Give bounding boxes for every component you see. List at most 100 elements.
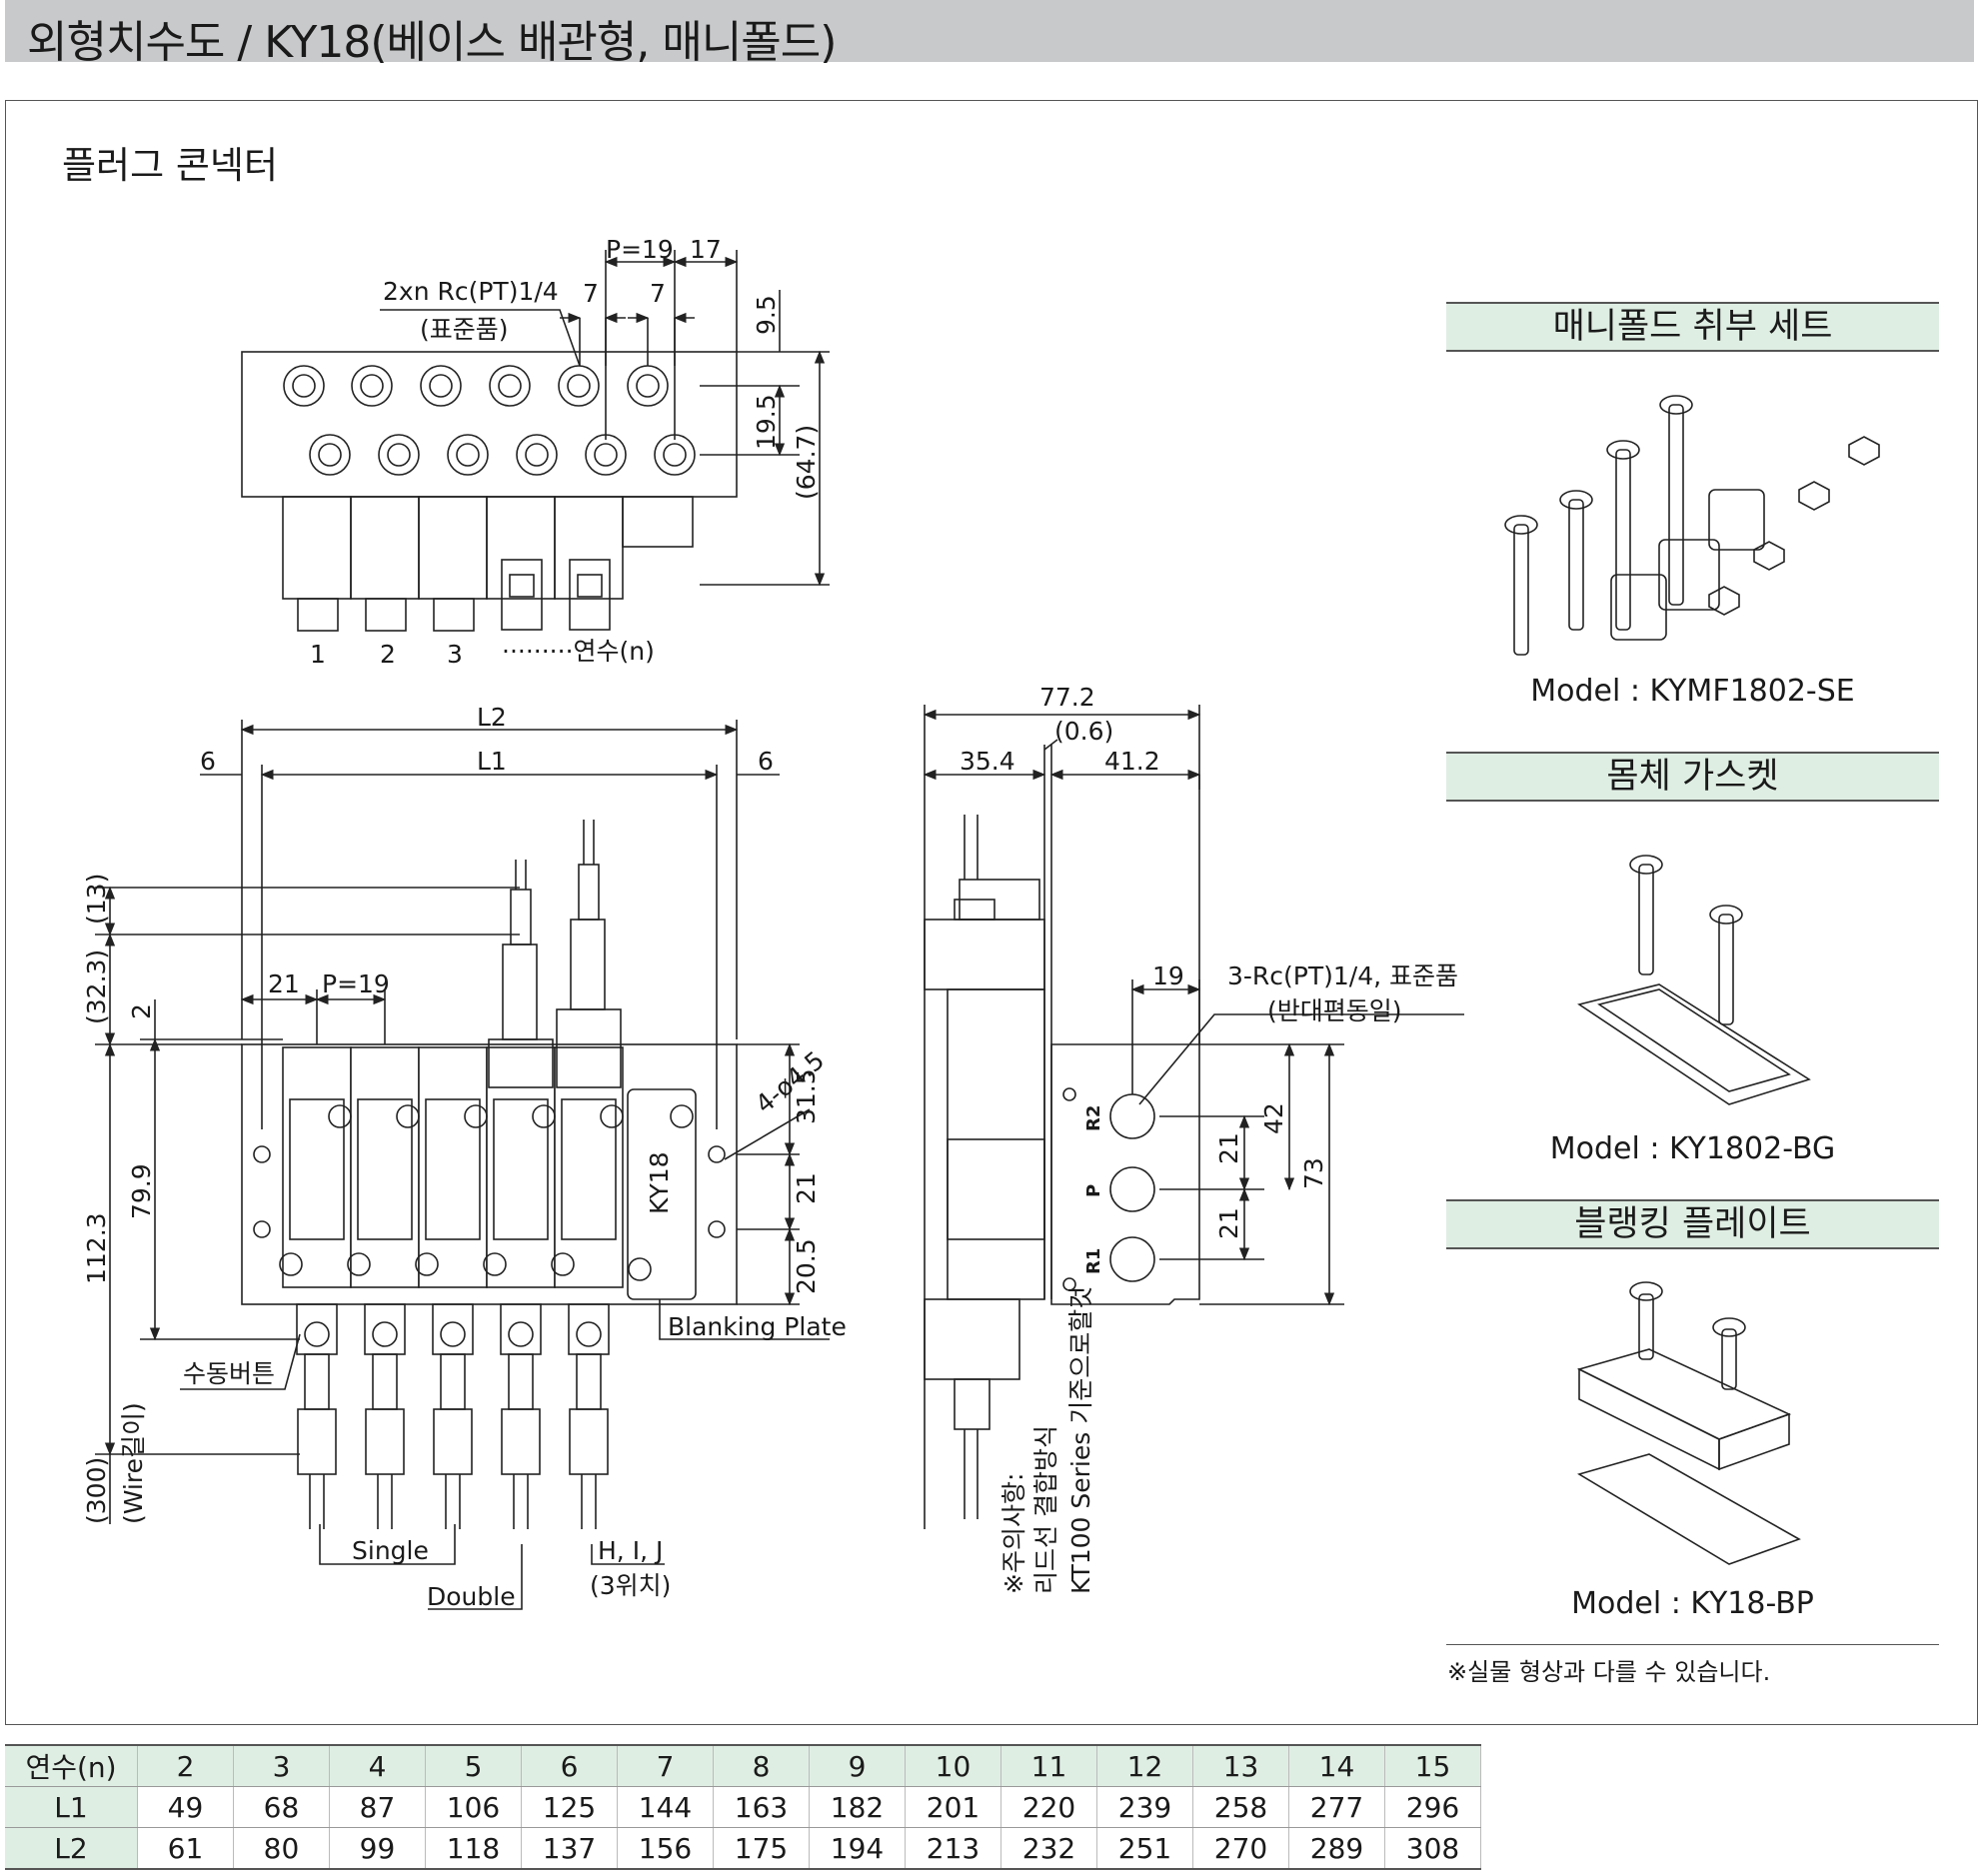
station-2: 2 [380,640,396,669]
dimension-table: 연수(n) 2 3 4 5 6 7 8 9 10 11 12 13 14 15 … [5,1744,1481,1870]
table-cell: 213 [905,1827,1001,1870]
table-n-cell: 7 [617,1744,714,1787]
table-cell: 175 [713,1827,810,1870]
note-divider [1446,1644,1939,1645]
dim-79-9: 79.9 [127,1163,156,1219]
table-cell: 270 [1192,1827,1289,1870]
station-n: ·········연수(n) [502,637,655,666]
table-n-cell: 15 [1384,1744,1481,1787]
station-3: 3 [447,640,463,669]
dim-21-side-b: 21 [1214,1207,1243,1239]
drawing-frame [5,100,1978,1725]
top-ports [283,365,696,476]
gasket-illustration [1577,855,1811,1105]
table-cell: 251 [1096,1827,1193,1870]
table-n-cell: 10 [905,1744,1001,1787]
table-cell: 163 [713,1786,810,1828]
top-port-sub: (표준품) [420,315,509,344]
table-cell: 118 [425,1827,522,1870]
double-label: Double [427,1582,516,1611]
table-cell: 194 [809,1827,906,1870]
dim-6-left: 6 [200,747,216,776]
dim-21-front: 21 [792,1172,821,1204]
table-n-cell: 14 [1288,1744,1385,1787]
dim-21-side-a: 21 [1214,1132,1243,1164]
model-gasket: Model : KY1802-BG [1549,1131,1836,1166]
table-row-L1: L1 49 68 87 106 125 144 163 182 201 220 … [5,1786,1481,1828]
caution-3: KT100 Series 기준으로할것 [1066,1286,1095,1594]
dim-pitch: P=19 [322,969,390,998]
panel-title-gasket: 몸체 가스켓 [1446,752,1939,802]
port-r2: R2 [1083,1105,1104,1131]
manifold-top-body [241,351,738,498]
table-cell: 296 [1384,1786,1481,1828]
dim-41-2: 41.2 [1104,747,1160,776]
table-n-cell: 13 [1192,1744,1289,1787]
manifold-set-illustration [1504,395,1880,656]
manual-button-label: 수동버튼 [183,1359,275,1388]
side-valve-body [947,988,1045,1300]
model-blanking-plate: Model : KY18-BP [1571,1586,1814,1621]
dim-20-5: 20.5 [792,1238,821,1294]
three-pos-label: (3위치) [590,1571,671,1600]
table-cell: 61 [137,1827,234,1870]
dim-64-7: (64.7) [792,425,821,500]
table-n-cell: 3 [233,1744,330,1787]
table-cell: 49 [137,1786,234,1828]
dim-112-3: 112.3 [82,1212,111,1284]
dim-13: (13) [82,874,111,925]
table-header-cell: 연수(n) [5,1744,138,1787]
section-label: 플러그 콘넥터 [62,144,279,187]
dim-77-2: 77.2 [1039,683,1095,712]
table-cell: 182 [809,1786,906,1828]
dim-9-5: 9.5 [752,295,781,335]
top-end-dim: 17 [690,235,722,264]
table-n-cell: 8 [713,1744,810,1787]
dim-300: (300) [82,1457,111,1524]
title-bar: 외형치수도 / KY18(베이스 배관형, 매니폴드) [5,0,1974,68]
dim-2: 2 [127,1003,156,1019]
ky18-tag: KY18 [645,1151,674,1214]
table-n-cell: 12 [1096,1744,1193,1787]
table-row-label: L2 [5,1827,138,1870]
dim-19: 19 [1152,961,1184,990]
table-n-cell: 6 [521,1744,618,1787]
top-dim-7b: 7 [650,279,666,308]
table-cell: 220 [1000,1786,1097,1828]
table-cell: 125 [521,1786,618,1828]
station-1: 1 [310,640,326,669]
table-cell: 87 [329,1786,426,1828]
blanking-plate-illustration [1576,1281,1801,1565]
page-title: 외형치수도 / KY18(베이스 배관형, 매니폴드) [27,17,837,68]
dim-32-3: (32.3) [82,949,111,1024]
top-port-label: 2xn Rc(PT)1/4 [383,277,559,306]
dimension-drawing: 2xn Rc(PT)1/4 (표준품) P=19 17 7 7 1 2 3 ··… [82,235,1880,1611]
panel-title-manifold-set: 매니폴드 취부 세트 [1446,302,1939,352]
table-row-L2: L2 61 80 99 118 137 156 175 194 213 232 … [5,1827,1481,1870]
panel-title-blanking-plate: 블랭킹 플레이트 [1446,1199,1939,1249]
table-cell: 80 [233,1827,330,1870]
table-row-label: L1 [5,1786,138,1828]
table-cell: 232 [1000,1827,1097,1870]
dim-73: 73 [1299,1157,1328,1189]
table-cell: 144 [617,1786,714,1828]
dim-35-4: 35.4 [960,747,1015,776]
model-manifold-set: Model : KYMF1802-SE [1530,674,1855,709]
port-p: P [1083,1184,1104,1197]
dim-21: 21 [268,969,300,998]
top-pitch: P=19 [606,235,674,264]
table-cell: 258 [1192,1786,1289,1828]
table-n-cell: 4 [329,1744,426,1787]
table-n-cell: 9 [809,1744,906,1787]
table-cell: 106 [425,1786,522,1828]
top-valve-row [282,496,694,632]
blanking-plate-label: Blanking Plate [668,1312,847,1341]
side-port-label: 3-Rc(PT)1/4, 표준품 [1227,961,1458,990]
dim-31-5: 31.5 [792,1068,821,1124]
table-cell: 68 [233,1786,330,1828]
dim-6-right: 6 [758,747,774,776]
dim-L2: L2 [477,703,507,732]
front-valves [253,820,726,1529]
caution-1: ※주의사항: [999,1473,1028,1594]
hij-label: H, I, J [598,1536,663,1565]
